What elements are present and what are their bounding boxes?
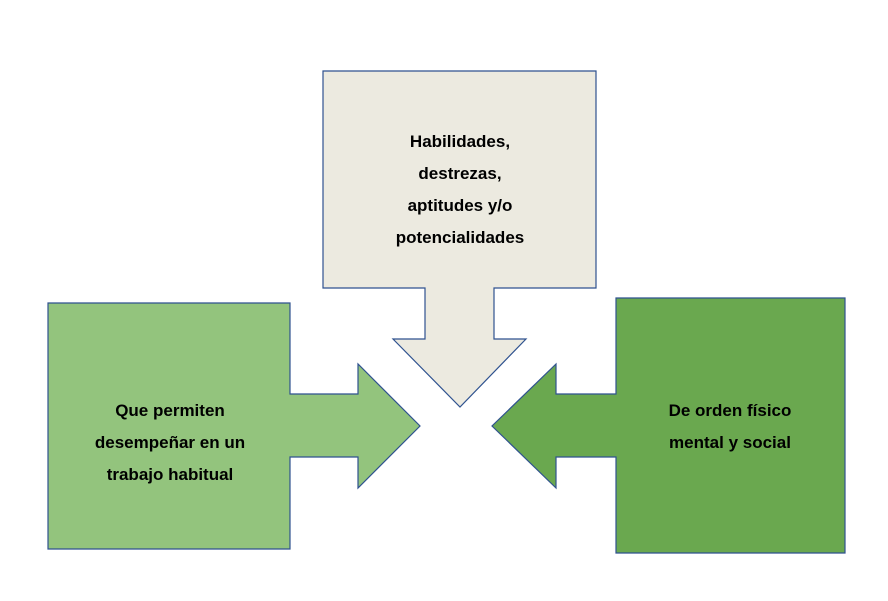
- left-callout-line: Que permiten: [115, 401, 225, 420]
- left-callout-line: trabajo habitual: [106, 465, 234, 484]
- right-callout-line: mental y social: [669, 433, 791, 452]
- top-callout-line: aptitudes y/o: [407, 196, 513, 215]
- right-callout-line: De orden físico: [668, 401, 792, 420]
- right-callout-text: De orden físico mental y social: [620, 395, 840, 459]
- top-callout-line: Habilidades,: [409, 132, 511, 151]
- right-callout-arrow-left: [491, 297, 846, 554]
- top-callout-line: destrezas,: [418, 164, 502, 183]
- left-callout-line: desempeñar en un: [94, 433, 246, 452]
- top-callout-text: Habilidades, destrezas, aptitudes y/o po…: [330, 126, 590, 254]
- left-callout-text: Que permiten desempeñar en un trabajo ha…: [60, 395, 280, 491]
- top-callout-arrow-down: [322, 70, 597, 408]
- top-callout-line: potencialidades: [395, 228, 525, 247]
- left-callout-arrow-right: [47, 302, 421, 550]
